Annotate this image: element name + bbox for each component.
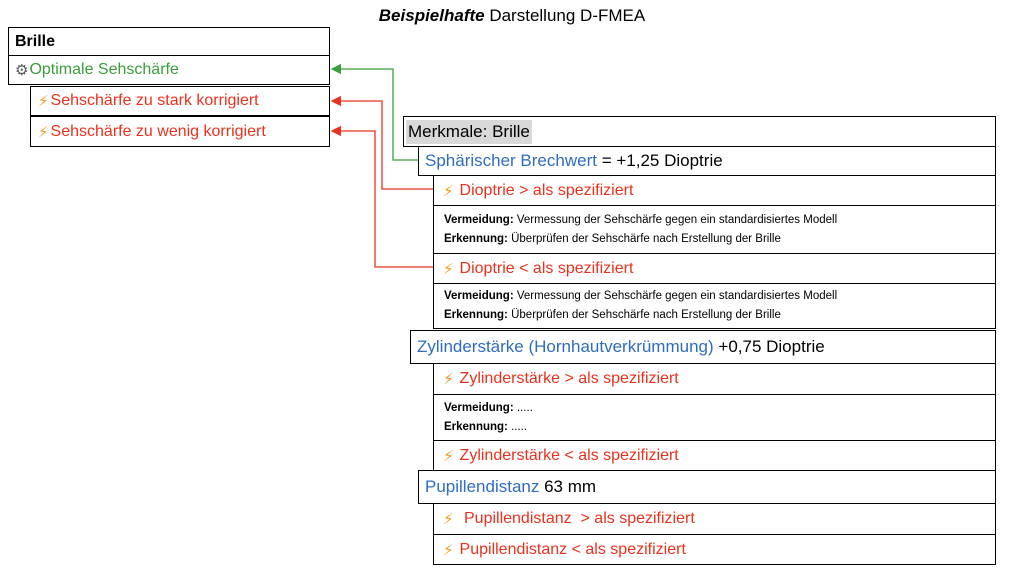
characteristic-zylinder: Zylinderstärke (Hornhautverkrümmung) +0,… [410,330,996,364]
erkennung-text: Überprüfen der Sehschärfe nach Erstellun… [511,232,781,245]
erkennung-label: Erkennung: [444,420,508,433]
title-emphasis: Beispielhafte [378,6,485,25]
failure-mode-dioptrie-lt: ⚡ Dioptrie < als spezifiziert [433,253,996,284]
function-label: Optimale Sehschärfe [29,61,179,78]
failure-mode-label: Pupillendistanz < als spezifiziert [459,540,686,558]
vermeidung-label: Vermeidung: [444,213,514,226]
lightning-icon: ⚡ [443,541,454,559]
failure-label: Sehschärfe zu stark korrigiert [50,92,259,109]
vermeidung-text: Vermessung der Sehschärfe gegen ein stan… [516,213,838,226]
failure-mode-dioptrie-gt: ⚡ Dioptrie > als spezifiziert [433,175,996,206]
failure-node-stark: ⚡ Sehschärfe zu stark korrigiert [30,86,330,116]
failure-mode-zylinder-gt: ⚡ Zylinderstärke > als spezifiziert [433,363,996,395]
vermeidung-label: Vermeidung: [444,290,514,302]
measures-zylinder-gt: Vermeidung: ..... Erkennung: ..... [433,394,996,441]
link-dioptrie-lt-wenig [330,125,433,268]
failure-mode-pupillen-gt: ⚡ Pupillendistanz > als spezifiziert [433,503,996,535]
failure-node-wenig: ⚡ Sehschärfe zu wenig korrigiert [30,116,330,147]
link-sphaerisch-function [330,63,418,161]
vermeidung-text: Vermessung der Sehschärfe gegen ein stan… [516,290,838,302]
failure-mode-label: Dioptrie > als spezifiziert [459,181,634,199]
characteristic-value: = +1,25 Dioptrie [601,151,723,170]
characteristic-sphaerisch: Sphärischer Brechwert = +1,25 Dioptrie [418,146,996,176]
lightning-icon: ⚡ [443,511,454,528]
lightning-icon: ⚡ [443,260,454,278]
vermeidung-text: ..... [516,401,533,414]
erkennung-label: Erkennung: [444,309,508,321]
measures-dioptrie-gt: Vermeidung: Vermessung der Sehschärfe ge… [433,205,996,254]
vermeidung-label: Vermeidung: [444,401,514,414]
characteristic-name: Zylinderstärke (Hornhautverkrümmung) [417,337,714,356]
failure-mode-zylinder-lt: ⚡ Zylinderstärke < als spezifiziert [433,440,996,471]
merkmale-header: Merkmale: Brille [403,116,996,147]
lightning-icon: ⚡ [38,123,49,141]
function-node: ⚙ Optimale Sehschärfe [8,55,330,85]
link-dioptrie-gt-stark [330,95,433,190]
failure-mode-label: Zylinderstärke < als spezifiziert [459,446,679,464]
measures-dioptrie-lt: Vermeidung: Vermessung der Sehschärfe ge… [433,283,996,329]
root-node: Brille [8,27,330,57]
failure-label: Sehschärfe zu wenig korrigiert [50,122,266,140]
failure-mode-label: Pupillendistanz > als spezifiziert [459,510,695,527]
page-title: Beispielhafte Darstellung D-FMEA [0,6,1024,26]
merkmale-header-label: Merkmale: Brille [406,119,532,144]
erkennung-text: ..... [511,420,528,433]
failure-mode-label: Zylinderstärke > als spezifiziert [459,370,679,387]
root-label: Brille [15,33,56,50]
erkennung-text: Überprüfen der Sehschärfe nach Erstellun… [511,309,781,321]
characteristic-value: 63 mm [544,477,597,496]
characteristic-value: +0,75 Dioptrie [718,337,825,356]
title-rest: Darstellung D-FMEA [489,6,646,25]
lightning-icon: ⚡ [443,182,454,200]
characteristic-name: Sphärischer Brechwert [425,151,597,170]
erkennung-label: Erkennung: [444,232,508,245]
gear-icon: ⚙ [15,62,29,79]
lightning-icon: ⚡ [443,447,454,465]
lightning-icon: ⚡ [38,93,49,110]
lightning-icon: ⚡ [443,371,454,388]
failure-mode-label: Dioptrie < als spezifiziert [459,259,634,277]
characteristic-name: Pupillendistanz [425,477,540,496]
characteristic-pupillendistanz: Pupillendistanz 63 mm [418,470,996,504]
failure-mode-pupillen-lt: ⚡ Pupillendistanz < als spezifiziert [433,534,996,565]
